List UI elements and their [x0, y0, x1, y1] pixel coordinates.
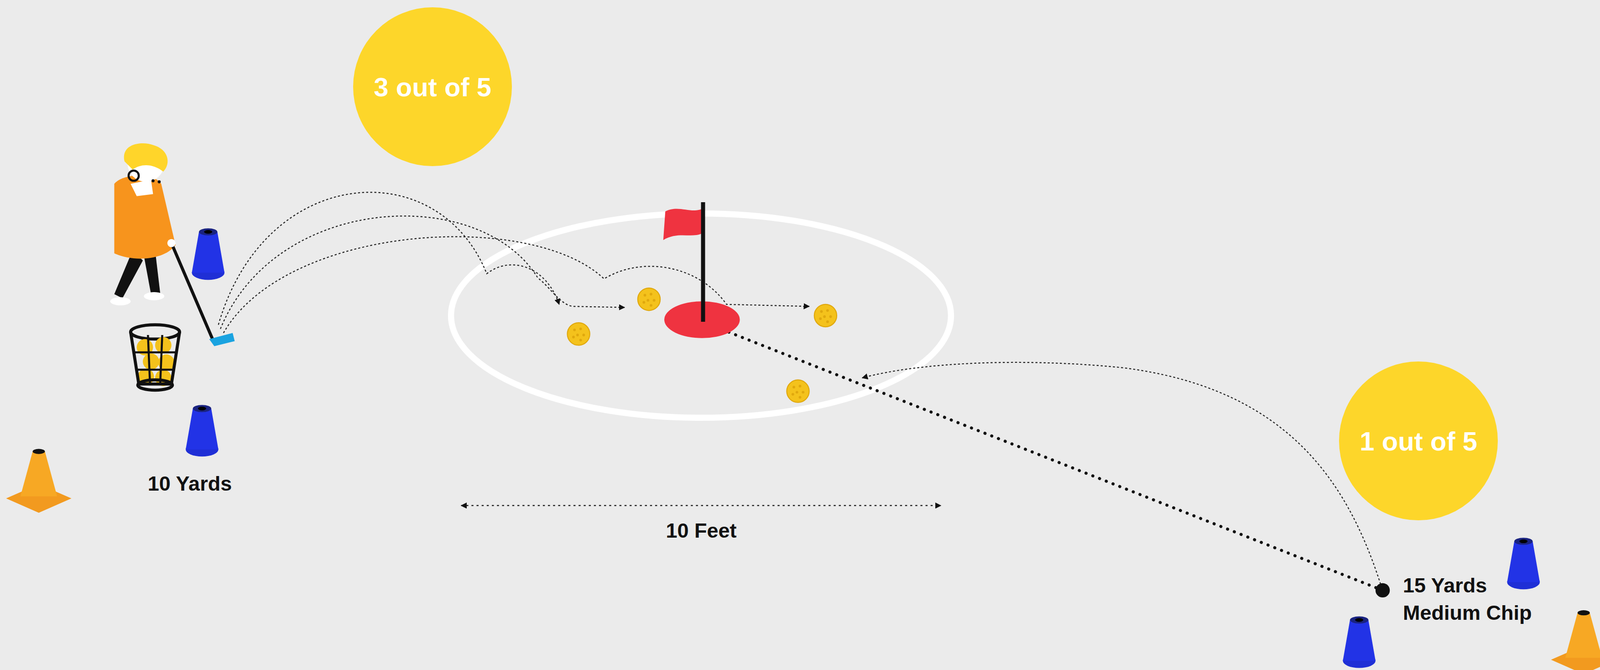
distance-label: 10 Feet — [665, 516, 737, 545]
score-text: 1 out of 5 — [1359, 425, 1478, 457]
score-text: 3 out of 5 — [373, 71, 492, 103]
distance-label: 15 Yards Medium Chip — [1402, 571, 1561, 627]
score-circle: 3 out of 5 — [353, 7, 512, 167]
score-circle: 1 out of 5 — [1339, 361, 1498, 521]
distance-label: 10 Yards — [147, 469, 232, 498]
